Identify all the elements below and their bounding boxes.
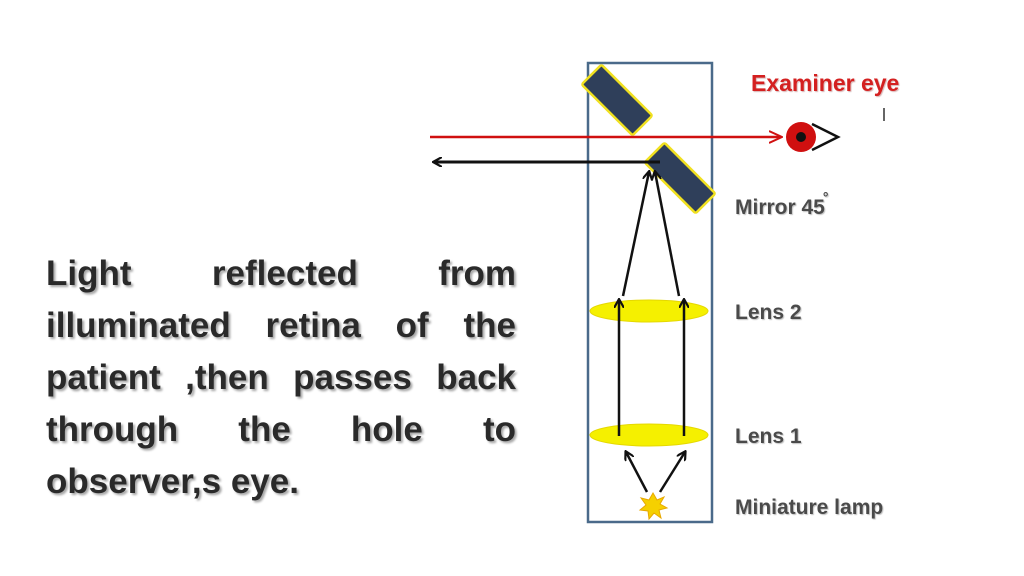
label-lens-2: Lens 2 bbox=[735, 301, 802, 324]
text-line-2: illuminated retina of the bbox=[46, 306, 516, 345]
label-mirror: Mirror 45° bbox=[735, 185, 828, 220]
text-line-1: Light reflected from bbox=[46, 254, 516, 293]
lens-2 bbox=[589, 299, 709, 323]
text-line-4: through the hole to bbox=[46, 410, 516, 449]
mirror-45 bbox=[644, 142, 716, 214]
label-lens-1: Lens 1 bbox=[735, 425, 802, 448]
lamp-icon bbox=[638, 491, 669, 521]
ray-converge-right bbox=[655, 172, 681, 297]
eye-icon bbox=[786, 108, 885, 152]
instrument-box bbox=[586, 61, 714, 524]
label-miniature-lamp: Miniature lamp bbox=[735, 496, 884, 519]
ray-converge-left bbox=[621, 172, 649, 297]
label-mirror-text: Mirror 45 bbox=[735, 196, 825, 219]
ray-lamp-right bbox=[658, 452, 685, 493]
top-mirror bbox=[581, 64, 653, 136]
label-examiner-eye: Examiner eye bbox=[751, 70, 900, 96]
text-line-5: observer,s eye. bbox=[46, 462, 299, 501]
lens-1 bbox=[589, 423, 709, 447]
degree-symbol: ° bbox=[822, 189, 829, 205]
ray-lamp-left bbox=[626, 452, 649, 493]
explanation-text: Light reflected from illuminated retina … bbox=[46, 248, 516, 508]
text-line-3: patient ,then passes back bbox=[46, 358, 516, 397]
